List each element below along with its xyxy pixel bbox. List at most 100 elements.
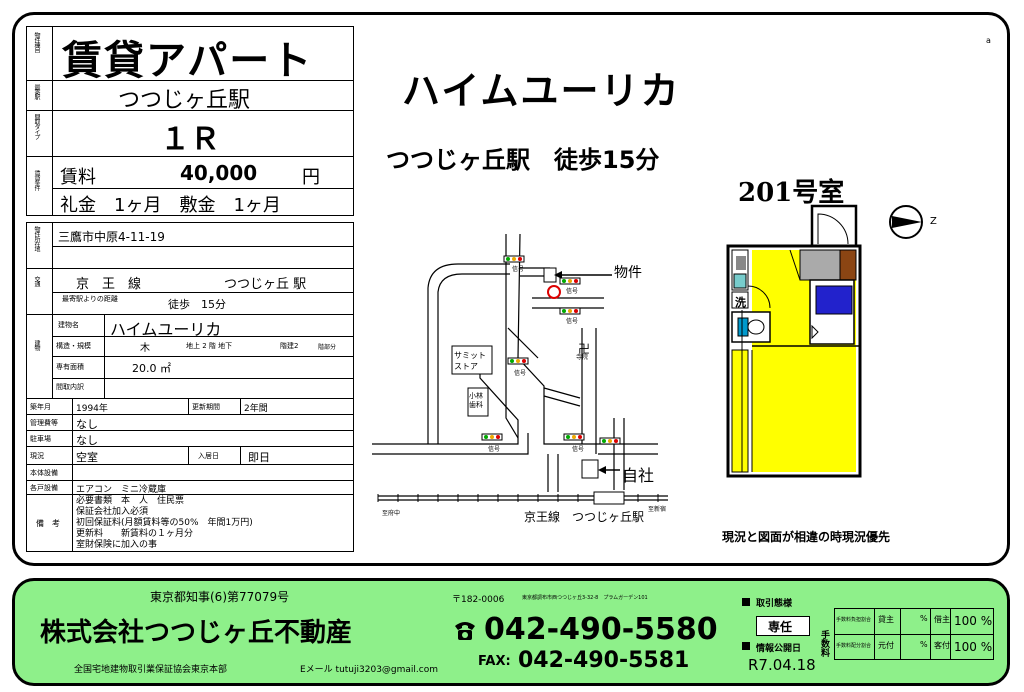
map-signal-label-6: 信号 — [572, 446, 585, 453]
distance-label: 最寄駅よりの距離 — [62, 295, 118, 303]
publish-date: R7.04.18 — [748, 656, 816, 674]
map-signal-label-4: 信号 — [514, 370, 527, 377]
map-signal-label-1: 信号 — [512, 266, 525, 273]
fax-number: 042-490-5581 — [518, 648, 690, 673]
floor-part: 階部分 — [318, 344, 337, 351]
floor-plan — [726, 204, 862, 478]
map-east-label: 至新宿 — [648, 506, 667, 513]
map-west-label: 至府中 — [382, 510, 401, 517]
parking-label: 駐車場 — [30, 435, 51, 443]
built-label: 築年月 — [30, 403, 51, 411]
move-label: 入居日 — [198, 452, 219, 460]
label-station: 最寄駅 — [33, 84, 40, 99]
label-address: 物件所在地 — [33, 226, 40, 251]
built-value: 1994年 — [76, 404, 108, 414]
map-target-label: 物件 — [614, 265, 642, 281]
equipment-value: エアコン ミニ冷蔵庫 — [76, 485, 167, 495]
association: 全国宅地建物取引業保証協会東京本部 — [74, 665, 228, 675]
tel-number[interactable]: 042-490-5580 — [484, 612, 718, 647]
map-signal-label-2: 信号 — [566, 288, 579, 295]
room-number: 201号室 — [738, 178, 845, 208]
company-name: 株式会社つつじヶ丘不動産 — [40, 618, 353, 648]
fee-row2-d: 客付 — [934, 641, 950, 650]
fee-row1-a: 手数料負担割合 — [836, 617, 872, 623]
layout-type: １Ｒ — [160, 122, 220, 157]
facility-label: 本体設備 — [30, 469, 58, 477]
corner-mark: a — [986, 36, 991, 45]
map-store-label: サミット ストア — [454, 351, 486, 371]
traffic-signal-icons — [481, 255, 621, 445]
line-name: 京 王 線 — [76, 277, 142, 292]
interior-label: 間取内訳 — [56, 383, 84, 391]
area-map — [372, 233, 668, 505]
store-building — [451, 345, 493, 375]
station-name: つつじヶ丘駅 — [118, 88, 251, 113]
fee-label: 手数料 — [819, 630, 829, 657]
plan-note: 現況と図面が相違の時現況優先 — [722, 530, 891, 544]
address-value: 三鷹市中原4-11-19 — [58, 230, 165, 244]
shoe-rack — [733, 273, 747, 289]
label-layout: 間取タイプ — [33, 114, 40, 139]
status-label: 現況 — [30, 452, 44, 460]
wash-area — [731, 291, 749, 309]
map-temple-icon: 卍 — [578, 342, 591, 356]
building-label: 建物名 — [58, 321, 79, 329]
label-transport: 交通 — [33, 276, 40, 286]
compass-label: Z — [930, 216, 937, 227]
fee-row2-e: 100 % — [954, 640, 993, 654]
deal-box — [756, 616, 810, 636]
structure-value: 木 — [140, 343, 150, 354]
map-signal-label-3: 信号 — [566, 318, 579, 325]
header-table — [26, 26, 354, 216]
area-label: 専有面積 — [56, 363, 84, 371]
map-station-caption: 京王線 つつじヶ丘駅 — [524, 510, 645, 524]
company-email: Eメール tutuji3203@gmail.com — [300, 665, 438, 675]
office-building — [581, 459, 599, 479]
floors-text: 地上 2 階 地下 — [186, 342, 233, 350]
deal-label: 取引態様 — [756, 599, 793, 609]
publish-label: 情報公開日 — [756, 644, 802, 654]
building-name: ハイムユーリカ — [110, 320, 222, 339]
property-access: つつじヶ丘駅 徒歩15分 — [386, 146, 660, 174]
move-value: 即日 — [248, 451, 270, 464]
status-value: 空室 — [76, 451, 98, 464]
floor-label: 階建2 — [280, 342, 299, 350]
label-category: 物件種目 — [33, 32, 40, 52]
map-temple-label: 寺院 — [576, 354, 589, 361]
area-value: 20.0 ㎡ — [132, 362, 171, 375]
fee-row2-b: 元付 — [878, 641, 894, 650]
kitchen — [799, 249, 841, 281]
fax-label: FAX: — [478, 654, 511, 669]
rent-unit: 円 — [302, 167, 320, 188]
cupboard — [839, 249, 857, 281]
bus-stop-icon — [547, 285, 561, 299]
manager-value: なし — [76, 418, 98, 431]
label-building: 建物 — [33, 340, 40, 350]
clinic-building — [467, 387, 489, 417]
remarks-line-3: 初回保証料(月額賃料等の50% 年間1万円) — [76, 518, 253, 528]
details-table — [26, 222, 354, 552]
equipment-label: 各戸設備 — [30, 484, 58, 492]
manager-label: 管理費等 — [30, 419, 58, 427]
station-building — [593, 491, 625, 505]
remarks-line-2: 保証会社加入必須 — [76, 507, 149, 517]
rent-label: 賃料 — [60, 167, 96, 188]
company-footer — [12, 578, 1010, 686]
category-title: 賃貸アパート — [62, 38, 314, 84]
entrance-box — [736, 256, 746, 270]
distance-value: 徒歩 15分 — [168, 298, 226, 311]
property-name: ハイムユーリカ — [402, 69, 681, 113]
compass-icon — [889, 205, 923, 239]
license-number: 東京都知事(6)第77079号 — [150, 590, 290, 604]
rent-value: 40,000 — [180, 161, 258, 185]
deposit-line: 礼金 1ヶ月 敷金 1ヶ月 — [60, 195, 281, 216]
fee-row2-a: 手数料配分割合 — [836, 643, 872, 649]
company-address: 東京都調布市西つつじヶ丘3-32-8 プラムガーデン101 — [522, 595, 648, 601]
renewal-value: 2年間 — [244, 404, 268, 414]
fee-row1-d: 借主 — [934, 615, 950, 624]
fee-row2-c: % — [920, 640, 928, 649]
remarks-label: 備 考 — [36, 519, 60, 528]
parking-value: なし — [76, 434, 98, 447]
map-office-label: 自社 — [622, 466, 655, 485]
map-clinic-label: 小林 歯科 — [469, 392, 483, 409]
